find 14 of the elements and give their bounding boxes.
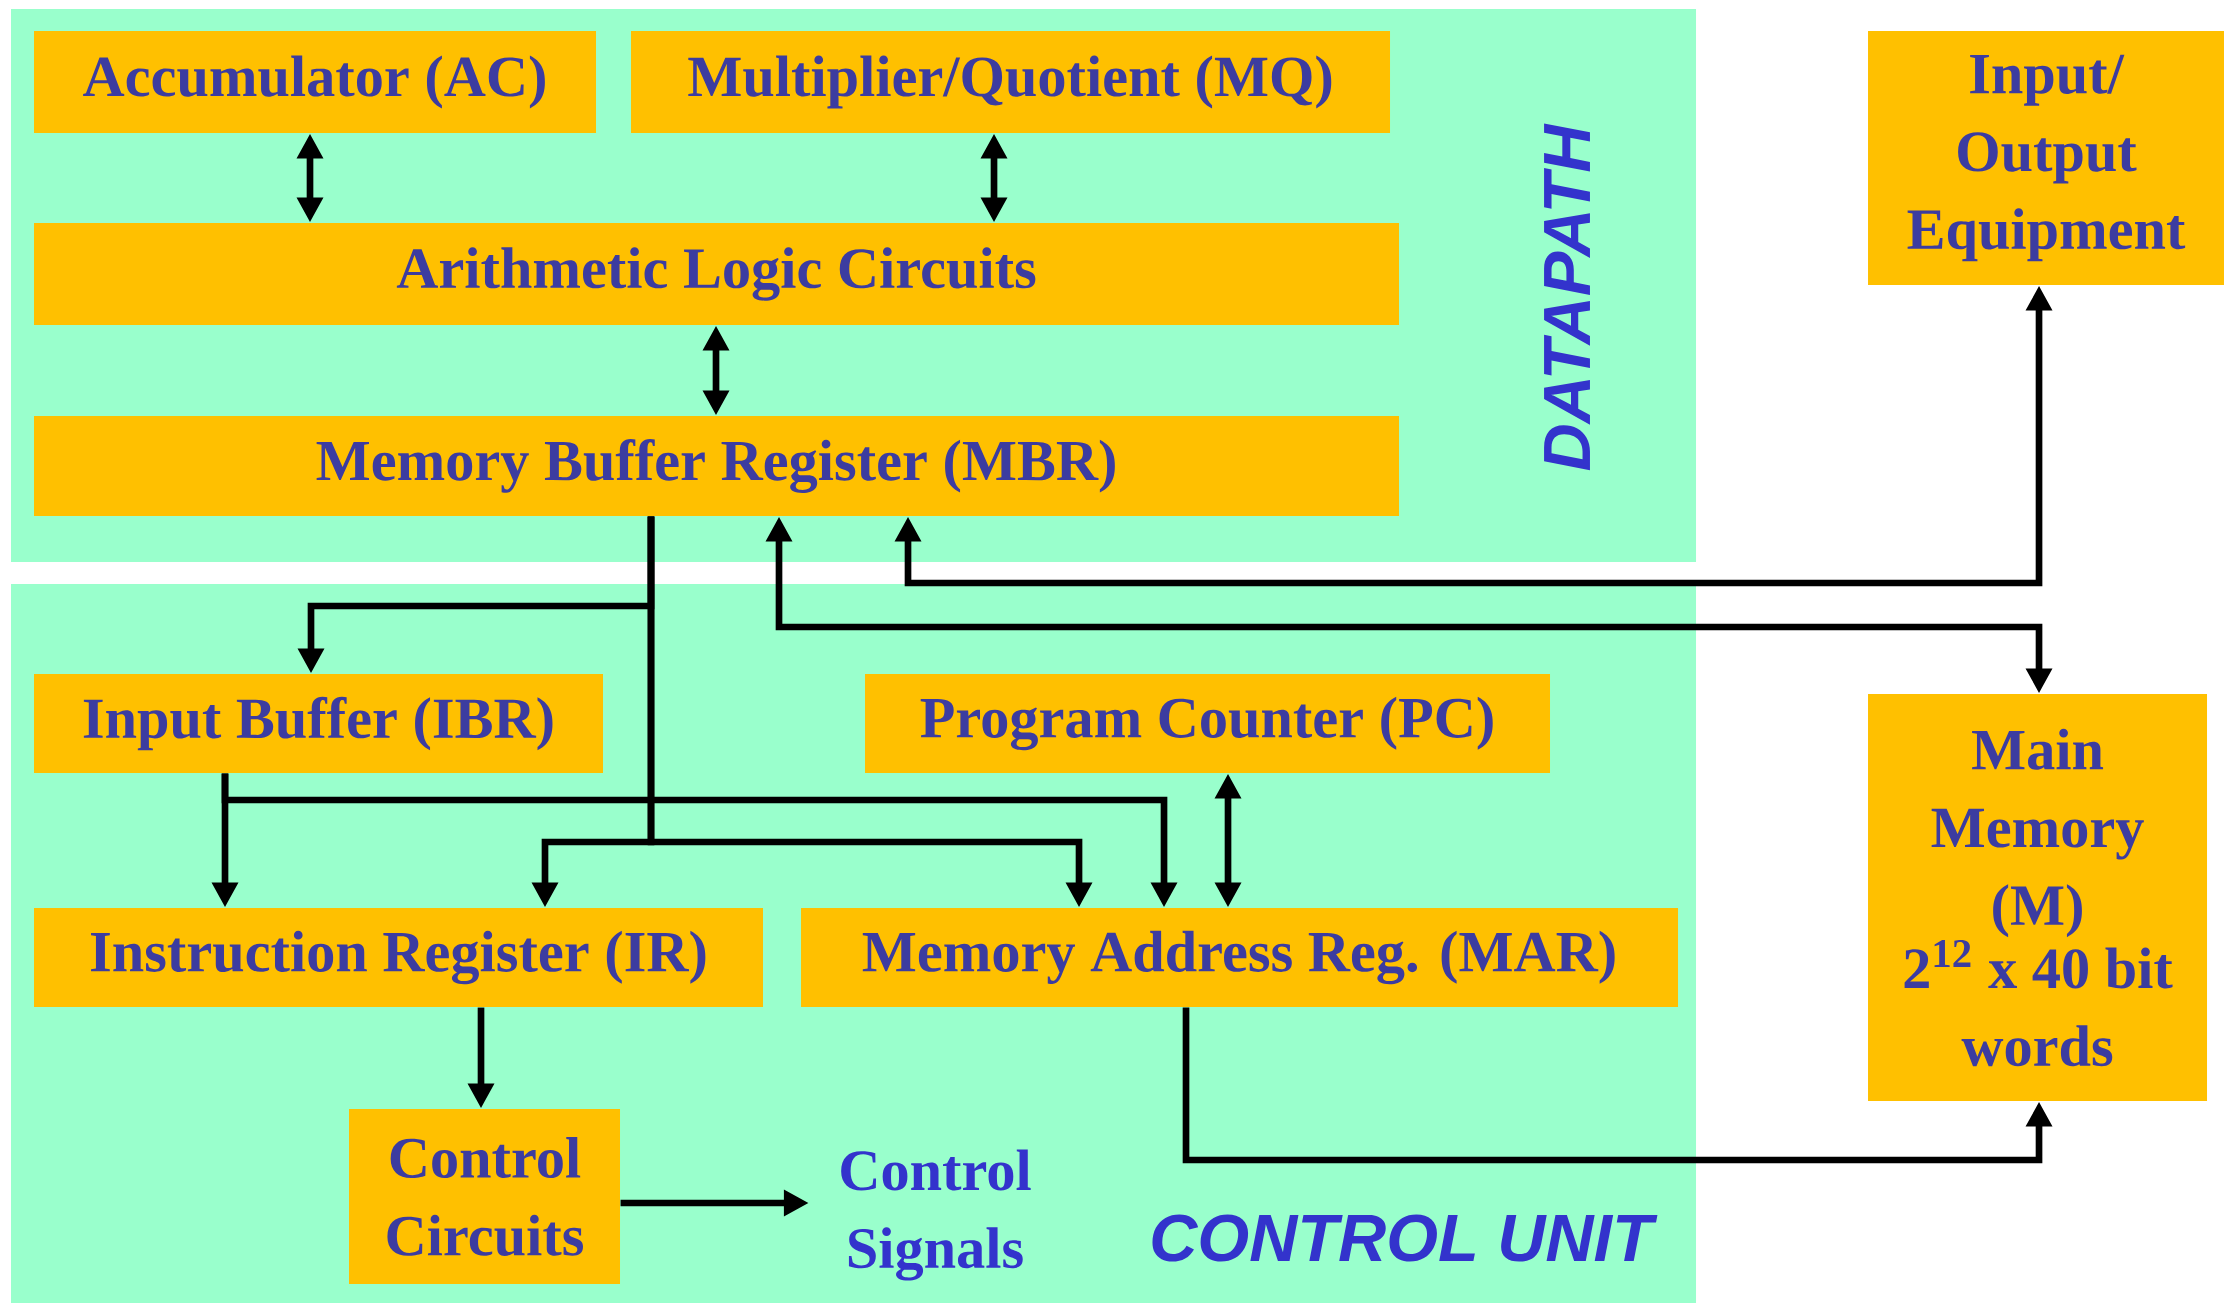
register-box: Input Buffer (IBR): [34, 674, 603, 773]
panel-title: CONTROL UNIT: [1152, 1214, 1658, 1262]
register-box: Instruction Register (IR): [34, 908, 763, 1007]
register-box: Multiplier/Quotient (MQ): [631, 31, 1390, 133]
register-box: Memory Address Reg. (MAR): [801, 908, 1678, 1007]
signal-label: Control Signals: [841, 1149, 1031, 1281]
register-box: Main Memory (M) 2$^{12}$ x 40 bit words: [1868, 694, 2207, 1101]
register-box: Control Circuits: [349, 1109, 620, 1284]
register-box: Arithmetic Logic Circuits: [34, 223, 1399, 325]
register-box: Memory Buffer Register (MBR): [34, 416, 1399, 516]
register-box: Program Counter (PC): [865, 674, 1550, 773]
register-box: Input/ Output Equipment: [1868, 31, 2224, 285]
panel-title: DATAPATH: [1544, 123, 1590, 471]
register-box: Accumulator (AC): [34, 31, 596, 133]
